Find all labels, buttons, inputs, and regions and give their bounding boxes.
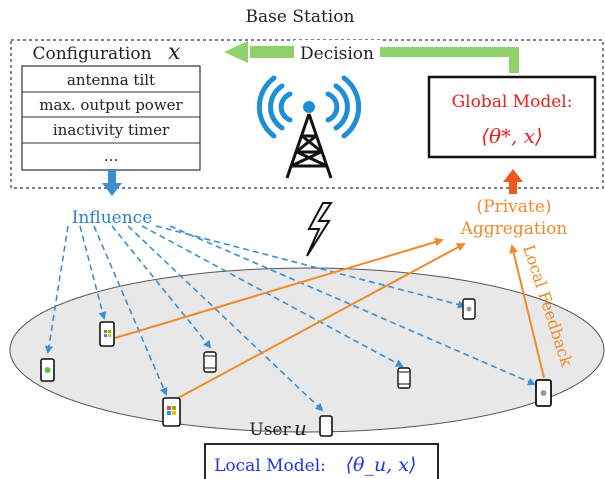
windows-phone-icon	[162, 397, 181, 427]
influence-arrow-head	[102, 183, 122, 196]
user-phone-icon	[319, 415, 333, 437]
global-model-formula: ⟨θ*, x⟩	[481, 124, 543, 148]
feedback-arrow	[114, 237, 444, 339]
influence-label: Influence	[72, 208, 153, 228]
user-var: u	[294, 416, 307, 440]
configuration-title: Configuration	[32, 44, 151, 64]
influence-arrow	[44, 225, 69, 354]
phone-icon	[397, 367, 411, 389]
local-model-formula: ⟨θ_u, x⟩	[346, 454, 417, 476]
influence-arrow	[111, 225, 212, 349]
local-model-title: Local Model:	[214, 456, 326, 476]
decision-label: Decision	[300, 44, 374, 64]
aggregation-label-line2: Aggregation	[460, 219, 568, 239]
android-phone-icon	[40, 358, 55, 382]
feedback-arrows	[114, 237, 545, 399]
local-model-box	[204, 443, 439, 479]
configuration-var: x	[168, 40, 181, 65]
user-label: User	[249, 420, 291, 440]
phone-icon	[203, 351, 217, 373]
aggregation-arrow-shaft	[509, 180, 517, 194]
wireless-bolt-icon	[306, 202, 333, 257]
antenna-tower-icon	[256, 75, 362, 179]
influence-arrows	[44, 225, 536, 412]
influence-arrow-shaft	[108, 170, 116, 185]
influence-arrow	[127, 225, 324, 412]
windows-phone-icon	[99, 321, 115, 347]
global-model-title: Global Model:	[452, 92, 573, 112]
aggregation-label-line1: (Private)	[477, 197, 552, 217]
aggregation-arrow-head	[503, 169, 523, 182]
config-item-antenna-tilt: antenna tilt	[67, 71, 155, 89]
apple-phone-icon	[535, 379, 552, 407]
influence-arrow	[93, 225, 168, 396]
base-station-label: Base Station	[246, 7, 355, 27]
config-item-max-output-power: max. output power	[39, 96, 183, 114]
decision-arrow-shaft	[250, 46, 294, 58]
decision-arrow-head	[224, 41, 248, 63]
apple-phone-icon	[462, 298, 476, 320]
decision-label-bg	[294, 40, 380, 66]
config-item-ellipsis: ...	[104, 147, 118, 165]
feedback-arrow	[177, 243, 466, 399]
global-model-box	[427, 75, 597, 159]
user-area-ellipse	[9, 267, 605, 433]
config-item-inactivity-timer: inactivity timer	[53, 121, 170, 139]
feedback-arrow	[509, 244, 545, 379]
influence-arrow	[155, 225, 466, 309]
influence-arrow	[79, 225, 107, 320]
influence-arrow	[169, 225, 536, 386]
